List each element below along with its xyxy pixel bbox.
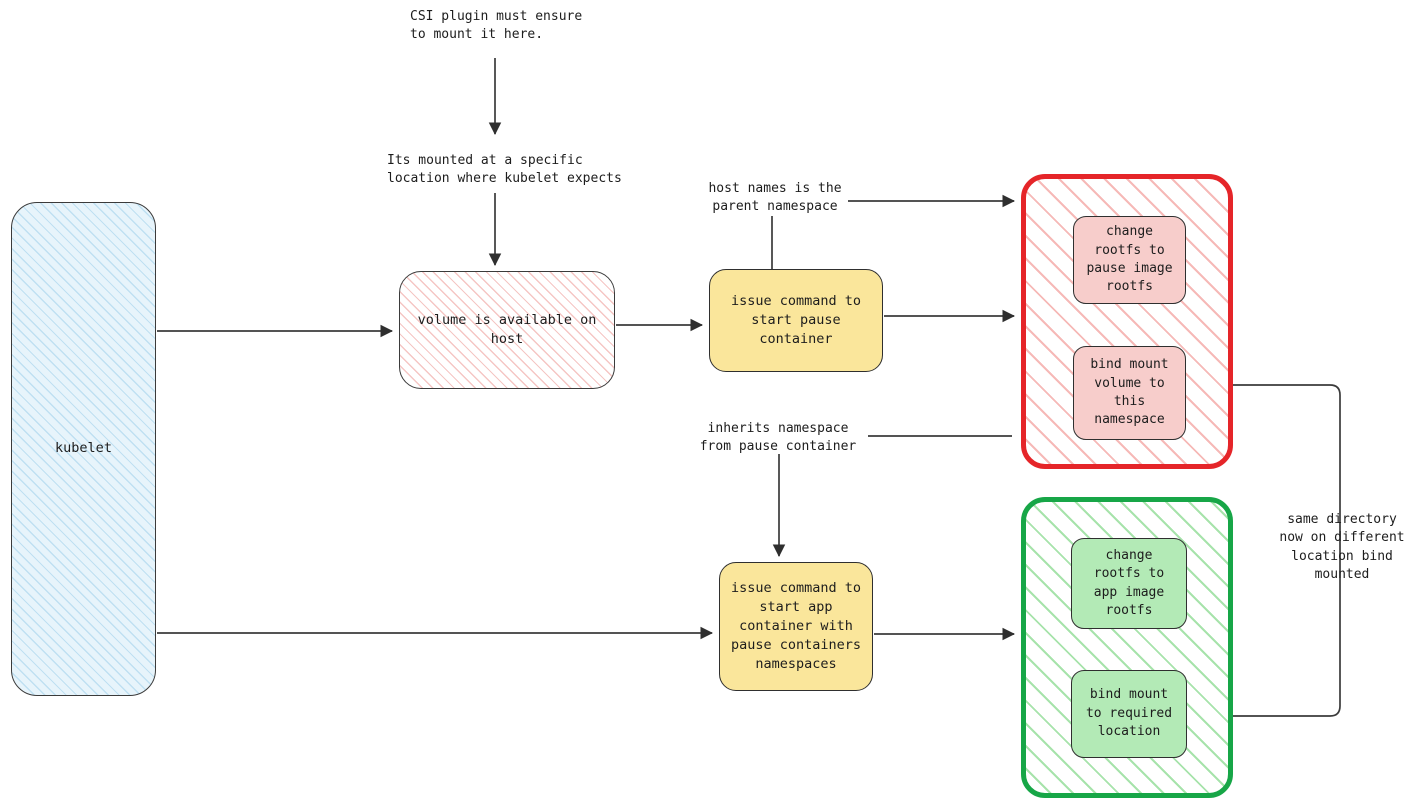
annotation-csi-plugin: CSI plugin must ensure to mount it here. [410,9,583,43]
annotation-host-names: host names is the parent namespace [708,181,842,215]
node-bind-mount-volume-to-this-namespace[interactable]: bind mount volume to this namespace [1073,346,1186,440]
node-kubelet[interactable]: kubelet [11,202,156,696]
annotation-same-directory: same directory now on different location… [1279,512,1405,583]
node-change-rootfs-pause-image[interactable]: change rootfs to pause image rootfs [1073,216,1186,304]
node-bind-mount-to-required-location[interactable]: bind mount to required location [1071,670,1187,758]
node-change-rootfs-app-image[interactable]: change rootfs to app image rootfs [1071,538,1187,629]
node-issue-command-start-pause-container[interactable]: issue command to start pause container [709,269,883,372]
annotation-mounted-location: Its mounted at a specific location where… [387,153,622,187]
annotation-inherits-namespace: inherits namespace from pause container [699,421,857,455]
node-volume-available-on-host[interactable]: volume is available on host [399,271,615,389]
node-issue-command-start-app-container[interactable]: issue command to start app container wit… [719,562,873,691]
